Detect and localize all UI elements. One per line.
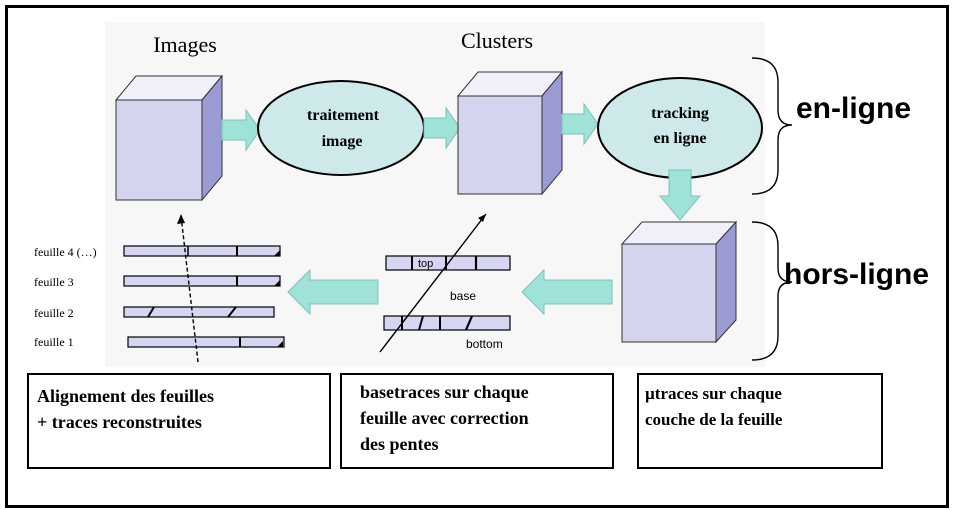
sheet-strip-1 <box>127 336 285 348</box>
tracking-en-ligne-ellipse <box>597 77 763 179</box>
images-cube <box>114 74 224 202</box>
arrow-processing-to-clusters <box>423 106 461 150</box>
sheet-strip-2 <box>123 306 275 318</box>
sheet-strip-3 <box>123 275 281 287</box>
basetrace-top-label: top <box>418 258 433 270</box>
hors-ligne-brace <box>751 221 793 361</box>
clusters-cube <box>456 70 564 196</box>
sheet-strip-4 <box>123 245 281 257</box>
caption-microtraces-line2: couche de la feuille <box>645 410 783 429</box>
caption-microtraces-line1: µtraces sur chaque <box>645 384 782 403</box>
caption-alignment-line1: Alignement des feuilles <box>37 386 214 406</box>
sheet-label-1: feuille 1 <box>34 335 74 349</box>
caption-basetraces-line1: basetraces sur chaque <box>360 382 529 402</box>
arrow-clusters-to-tracking <box>561 102 599 146</box>
arrow-images-to-processing <box>221 108 261 152</box>
tracking-label-line2: en ligne <box>654 130 707 147</box>
bottom-strip <box>383 315 511 331</box>
traitement-label-line2: image <box>322 133 363 150</box>
traitement-image-ellipse <box>257 80 425 176</box>
caption-alignment-line2: + traces reconstruites <box>37 412 202 432</box>
hors-ligne-label: hors-ligne <box>784 258 929 291</box>
traitement-label-line1: traitement <box>307 107 380 124</box>
en-ligne-brace <box>751 57 793 195</box>
caption-basetraces-line3: des pentes <box>360 434 439 454</box>
basetrace-illustration <box>379 213 511 353</box>
sheet-label-4: feuille 4 (…) <box>34 245 97 259</box>
tracking-label-line1: tracking <box>651 105 709 122</box>
sheet-alignment-illustration <box>123 214 285 363</box>
sheet-label-3: feuille 3 <box>34 275 74 289</box>
arrow-tracking-to-offline <box>658 169 702 221</box>
caption-basetraces-line2: feuille avec correction <box>360 408 529 428</box>
caption-basetraces: basetraces sur chaque feuille avec corre… <box>340 373 614 469</box>
arrow-basetraces-to-alignment <box>287 268 379 316</box>
basetrace-base-label: base <box>450 289 476 303</box>
offline-cube <box>620 220 738 344</box>
arrow-offline-to-basetraces <box>521 268 613 316</box>
images-label: Images <box>153 32 217 57</box>
caption-alignment: Alignement des feuilles + traces reconst… <box>27 373 331 469</box>
basetrace-bottom-label: bottom <box>466 337 503 351</box>
caption-microtraces: µtraces sur chaque couche de la feuille <box>637 373 883 469</box>
clusters-label: Clusters <box>461 28 533 53</box>
en-ligne-label: en-ligne <box>796 92 911 125</box>
sheet-label-2: feuille 2 <box>34 306 74 320</box>
